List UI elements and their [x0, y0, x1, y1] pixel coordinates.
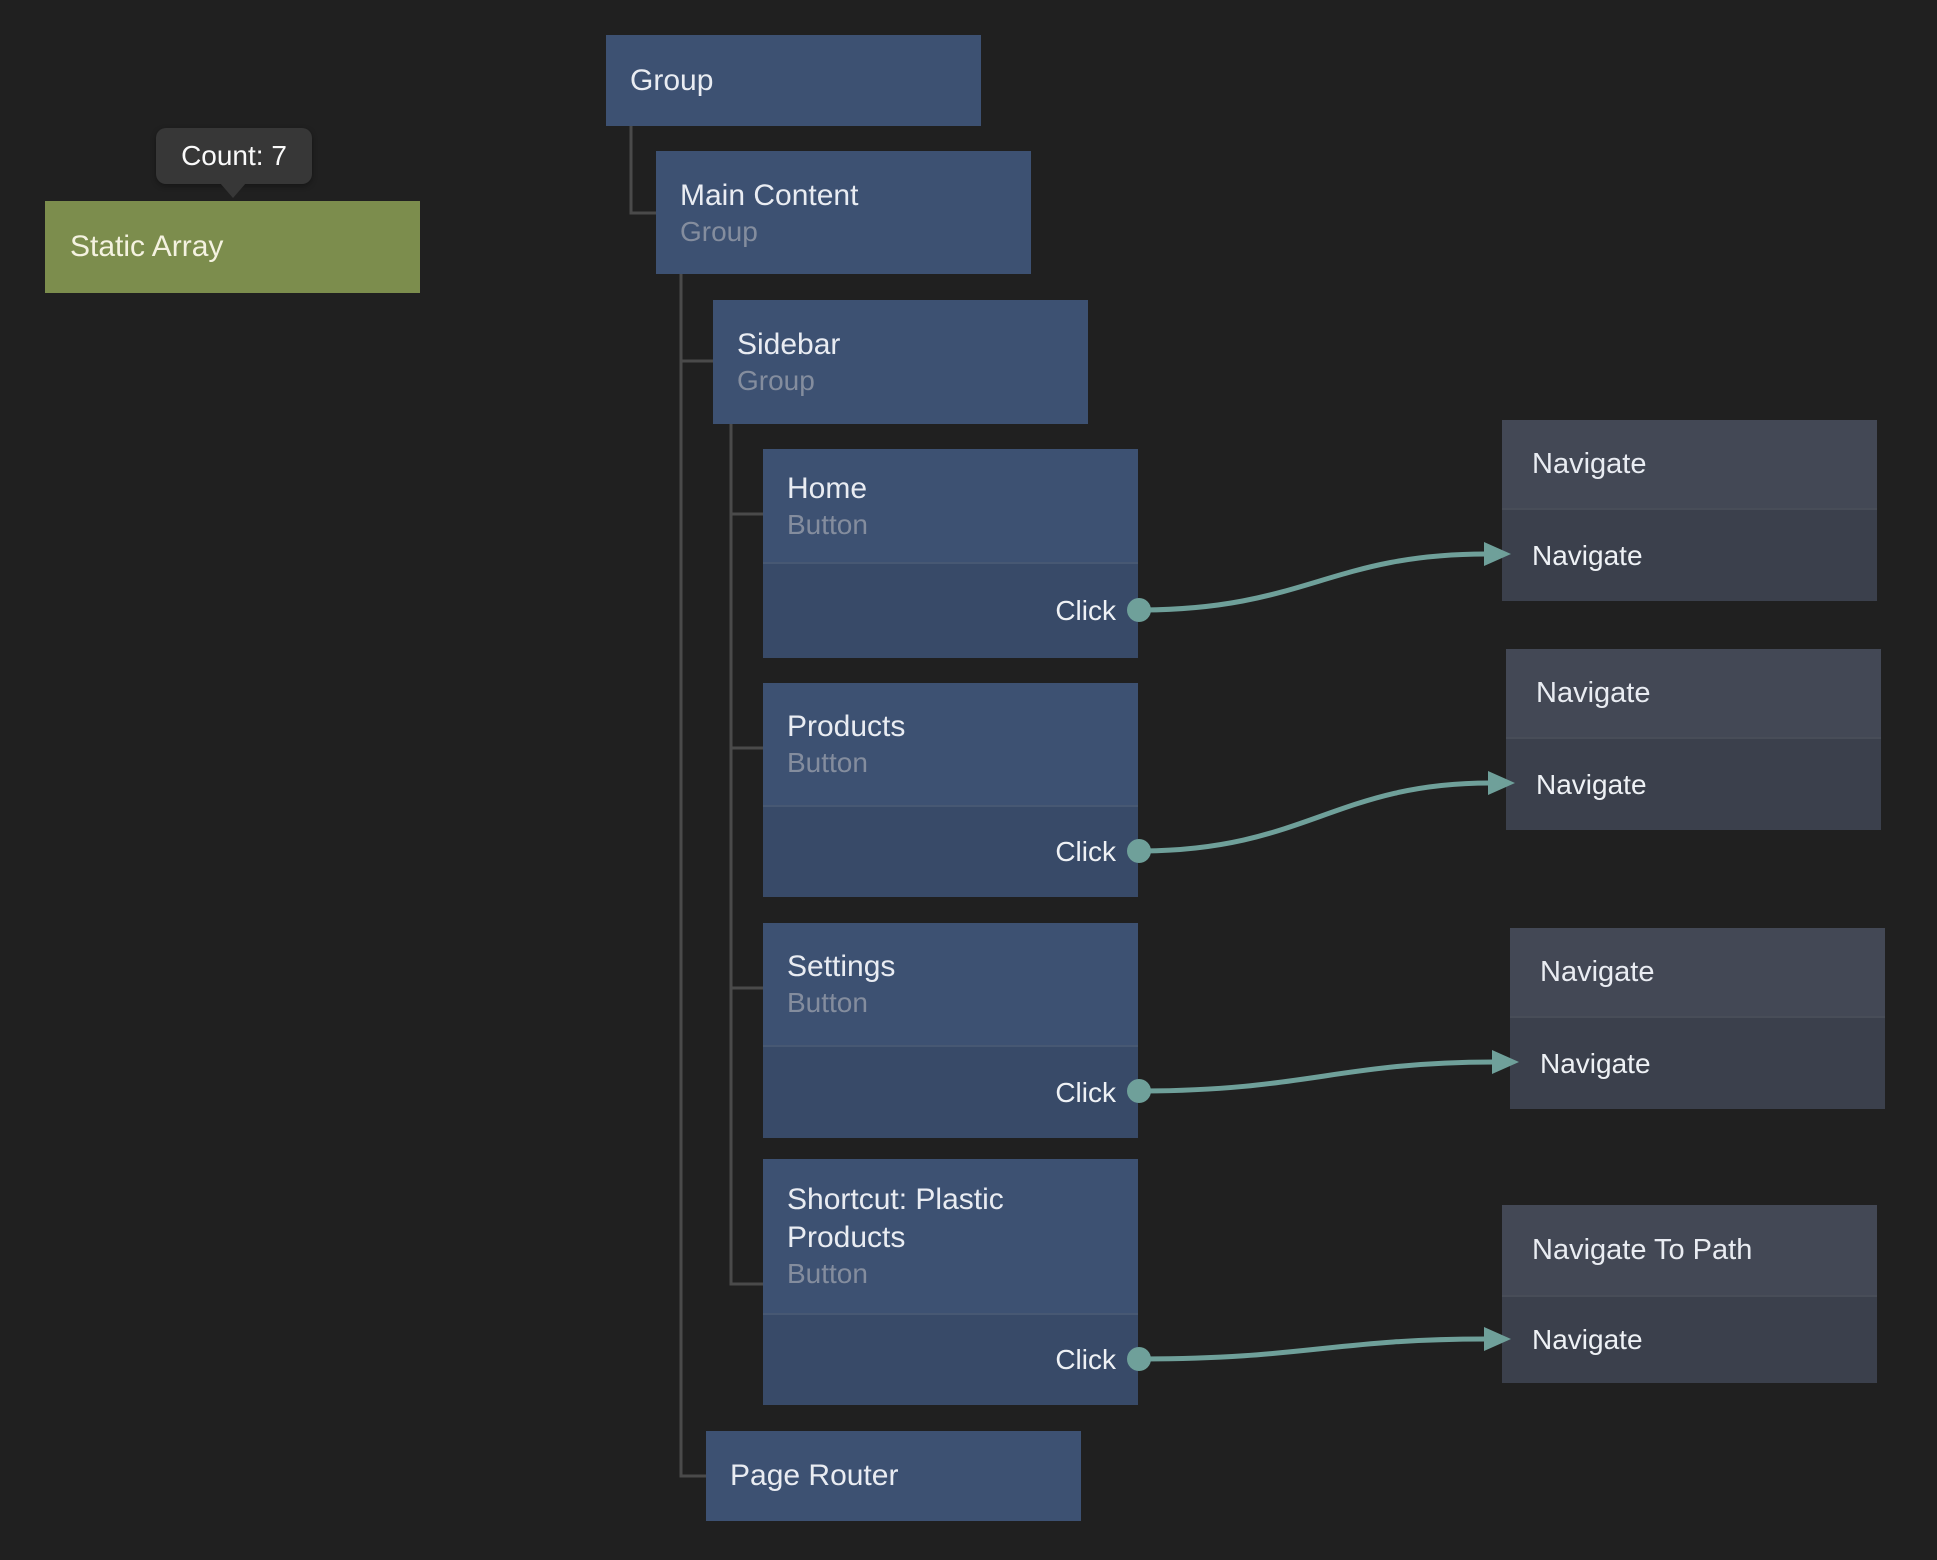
node-navigate-home[interactable]: Navigate Navigate — [1502, 420, 1877, 601]
node-home-type: Button — [787, 508, 868, 540]
connection-curve — [1138, 551, 1487, 613]
node-navigate-to-path-input-label: Navigate — [1532, 1324, 1643, 1355]
node-home-click-port-label: Click — [1055, 595, 1116, 626]
node-navigate-products-title: Navigate — [1536, 677, 1651, 709]
tree-line-sidebar-children — [729, 424, 763, 1286]
connection-home-click-to-navigate[interactable] — [1127, 542, 1511, 622]
node-products-type: Button — [787, 747, 868, 778]
node-sidebar-title: Sidebar — [737, 328, 841, 361]
node-static-array-title: Static Array — [70, 230, 224, 263]
node-navigate-settings[interactable]: Navigate Navigate — [1510, 928, 1885, 1109]
connection-curve — [1138, 1336, 1487, 1362]
node-static-array[interactable]: Static Array — [45, 201, 420, 293]
node-shortcut-title: Shortcut: Plastic Products — [787, 1183, 1004, 1254]
node-page-router-title: Page Router — [730, 1459, 899, 1492]
node-shortcut-type: Button — [787, 1258, 868, 1289]
node-shortcut-click-port-label: Click — [1055, 1344, 1116, 1375]
node-settings-click-port-label: Click — [1055, 1076, 1116, 1108]
count-tooltip: Count: 7 — [156, 128, 312, 184]
node-navigate-to-path[interactable]: Navigate To Path Navigate — [1502, 1205, 1877, 1383]
connection-curve — [1138, 780, 1491, 854]
node-navigate-products-input-label: Navigate — [1536, 768, 1647, 800]
node-settings[interactable]: Settings Button Click — [763, 923, 1138, 1138]
count-tooltip-arrow — [220, 183, 246, 198]
node-page-router[interactable]: Page Router — [706, 1431, 1081, 1521]
tree-line-maincontent-children — [679, 274, 706, 1478]
node-group-title: Group — [630, 63, 714, 97]
node-navigate-settings-input-label: Navigate — [1540, 1047, 1651, 1079]
node-main-content-type: Group — [680, 215, 758, 247]
node-products-click-port-label: Click — [1055, 836, 1116, 867]
node-home-title: Home — [787, 471, 868, 505]
connection-settings-click-to-navigate[interactable] — [1127, 1050, 1519, 1103]
node-products[interactable]: Products Button Click — [763, 683, 1138, 897]
node-sidebar-type: Group — [737, 365, 815, 396]
node-settings-type: Button — [787, 987, 868, 1018]
node-main-content[interactable]: Main Content Group — [656, 151, 1031, 274]
connection-curve — [1138, 1059, 1495, 1094]
count-tooltip-text: Count: 7 — [181, 140, 287, 171]
tree-line-group-children — [629, 126, 656, 215]
node-settings-title: Settings — [787, 950, 896, 983]
node-navigate-home-input-label: Navigate — [1532, 539, 1643, 571]
node-navigate-products[interactable]: Navigate Navigate — [1506, 649, 1881, 830]
node-sidebar[interactable]: Sidebar Group — [713, 300, 1088, 424]
node-navigate-settings-title: Navigate — [1540, 956, 1655, 988]
node-shortcut-plastic-products[interactable]: Shortcut: Plastic Products Button Click — [763, 1159, 1138, 1405]
node-products-title: Products — [787, 710, 906, 743]
node-group[interactable]: Group — [606, 35, 981, 126]
node-navigate-to-path-title: Navigate To Path — [1532, 1234, 1753, 1266]
node-home[interactable]: Home Button Click — [763, 449, 1138, 658]
connection-shortcut-click-to-navigate-to-path[interactable] — [1127, 1327, 1511, 1371]
connection-products-click-to-navigate[interactable] — [1127, 771, 1515, 863]
node-main-content-title: Main Content — [680, 178, 859, 212]
node-navigate-home-title: Navigate — [1532, 448, 1647, 480]
